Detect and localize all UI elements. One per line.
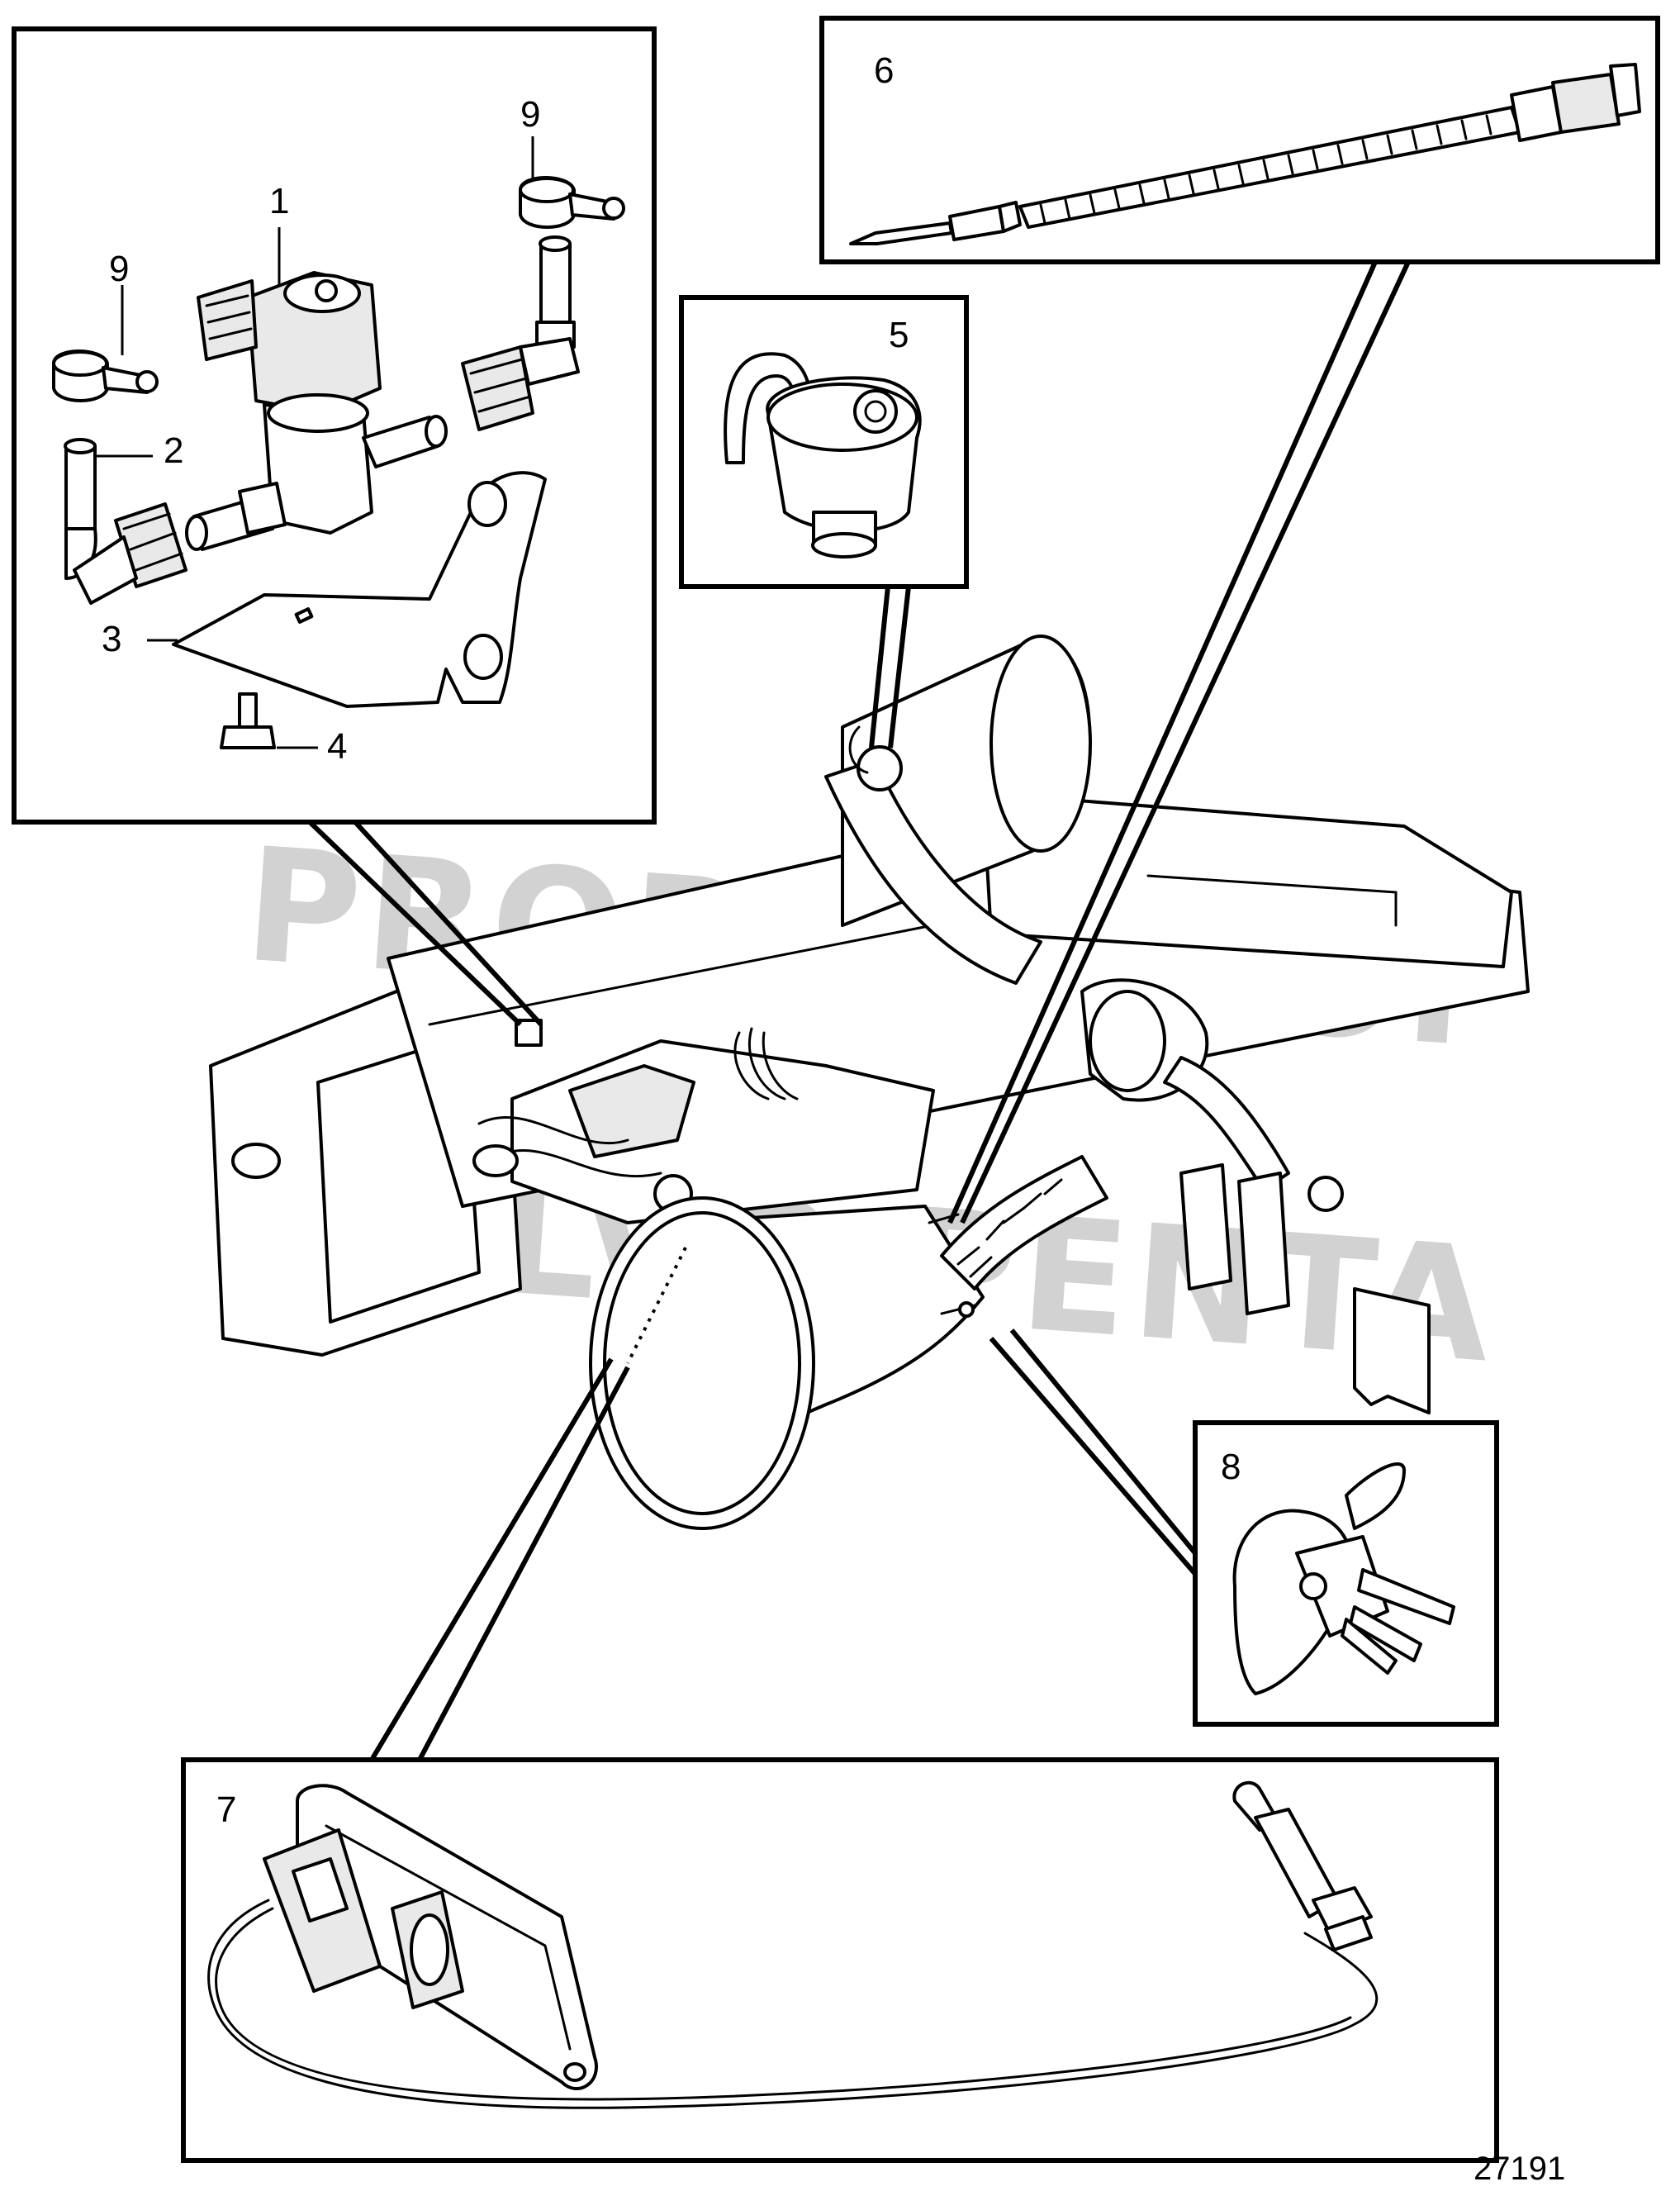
upper-cylinder-end: [989, 635, 1092, 853]
callout-8: 8: [1221, 1447, 1241, 1487]
pointer-box6: [947, 260, 1411, 1224]
dotted-guide-7: [626, 1247, 687, 1364]
callout-9-left: 9: [109, 249, 129, 289]
hose-right-connector: [461, 345, 534, 431]
pointer-box1: [307, 820, 543, 1027]
callout-7: 7: [216, 1790, 236, 1830]
nox-sensor-7: [207, 1780, 1379, 2109]
callout-2: 2: [164, 430, 183, 471]
hose-right: [539, 242, 572, 332]
upper-manifold: [981, 791, 1513, 968]
corrugated-hose: [940, 1155, 1108, 1291]
sensor-8: [1232, 1462, 1455, 1695]
pointer-box8: [989, 1329, 1198, 1576]
callout-1: 1: [269, 181, 289, 221]
right-bracket: [1353, 1287, 1431, 1414]
pointer-box5: [869, 586, 911, 749]
tank-cap: [231, 1143, 281, 1179]
main-assembly: [209, 635, 1530, 1530]
upper-hose: [824, 758, 1042, 985]
coil-connector: [197, 279, 258, 361]
solenoid-assembly: [52, 176, 625, 749]
bolt-4: [238, 692, 258, 729]
callout-4: 4: [327, 726, 347, 767]
temperature-sensor-6: [849, 63, 1641, 245]
side-hose: [1163, 1056, 1290, 1191]
callout-3: 3: [102, 619, 121, 659]
drawing-number: 27191: [1474, 2151, 1565, 2187]
pressure-sensor-5: [724, 352, 922, 559]
callout-9-right: 9: [520, 94, 540, 135]
callout-6: 6: [874, 50, 894, 91]
mounted-sensor-5: [857, 745, 903, 791]
hose-2: [64, 444, 97, 530]
valve-connector: [568, 1064, 695, 1158]
pointer-box7: [369, 1357, 630, 1761]
callout-5: 5: [889, 315, 909, 355]
clip-1: [515, 1019, 543, 1047]
right-cylinders: [1179, 1163, 1232, 1291]
